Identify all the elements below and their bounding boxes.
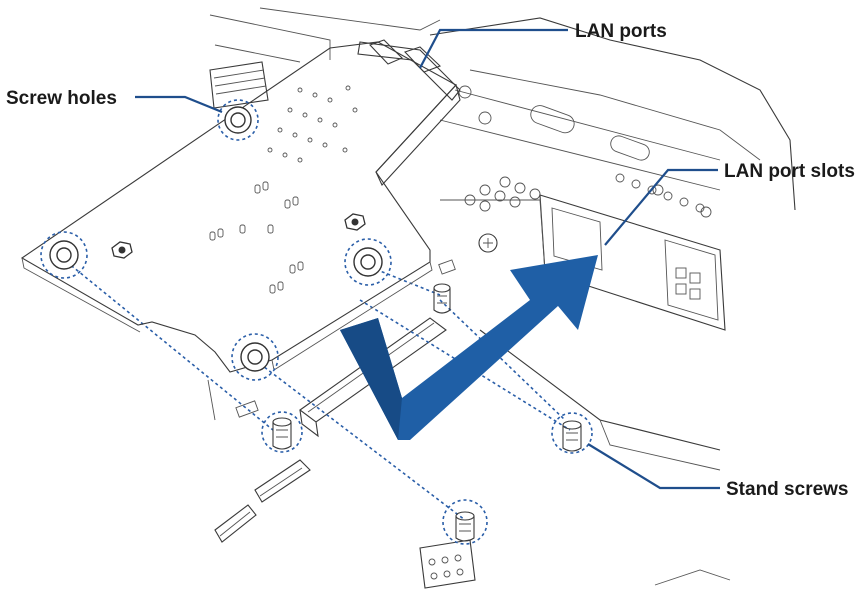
- lan-card: [20, 39, 461, 373]
- callout-leaders: [135, 28, 720, 490]
- label-screw-holes: Screw holes: [6, 88, 117, 109]
- stand-screw-right: [551, 412, 593, 454]
- leader-lan-ports: [419, 28, 568, 69]
- screw-hole-right: [344, 238, 392, 286]
- label-lan-port-slots: LAN port slots: [724, 161, 855, 182]
- label-lan-ports: LAN ports: [575, 21, 667, 42]
- hex-nut-left: [111, 241, 133, 259]
- screw-hole-left: [40, 231, 88, 279]
- alignment-guides: [61, 257, 571, 521]
- leader-stand-screws: [587, 443, 720, 490]
- label-stand-screws: Stand screws: [726, 479, 849, 500]
- motherboard-connectors: [207, 379, 476, 589]
- install-direction-arrow: [340, 255, 598, 440]
- leader-screw-holes: [135, 95, 223, 114]
- hex-nut-right: [344, 213, 366, 231]
- stand-screw-bottom: [442, 499, 488, 545]
- leader-lan-port-slots: [604, 168, 718, 246]
- chassis-frame: [209, 7, 796, 586]
- stand-screw-left: [261, 411, 303, 453]
- stand-screw-center: [433, 283, 451, 314]
- screw-hole-bottom: [231, 333, 279, 381]
- screw-hole-top: [217, 99, 259, 141]
